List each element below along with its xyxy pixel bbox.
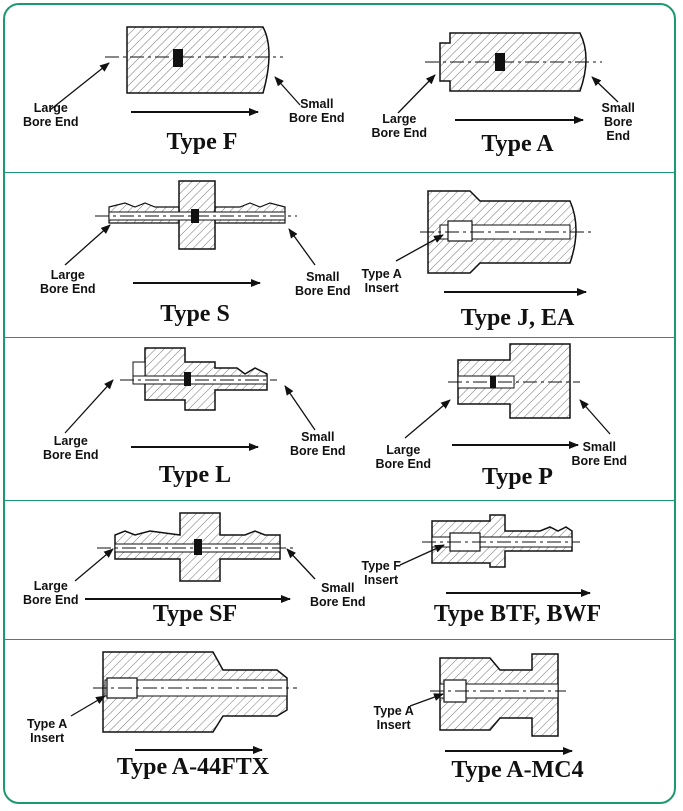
type-p-drawing — [404, 343, 610, 449]
type-l-title: Type L — [158, 462, 232, 488]
type-f-drawing — [49, 26, 301, 116]
type-j-ea-title: Type J, EA — [460, 305, 575, 331]
type-a-title: Type A — [481, 131, 554, 157]
type-sf-drawing — [74, 512, 316, 603]
type-s-drawing — [64, 180, 316, 287]
type-a-44ftx-drawing — [70, 651, 297, 754]
type-sf-title: Type SF — [152, 601, 238, 627]
type-a-44ftx-title: Type A-44FTX — [116, 754, 270, 780]
type-a-mc4-title: Type A-MC4 — [451, 757, 584, 783]
type-p-title: Type P — [482, 464, 553, 490]
type-s-title: Type S — [160, 301, 230, 327]
type-l-drawing — [64, 347, 316, 451]
type-j-ea-drawing — [395, 190, 592, 296]
type-btf-bwf-drawing — [399, 514, 591, 597]
type-a-mc4-drawing — [409, 653, 573, 755]
type-a-drawing — [397, 32, 618, 124]
type-btf-bwf-title: Type BTF, BWF — [433, 601, 602, 627]
type-f-title: Type F — [166, 129, 238, 155]
